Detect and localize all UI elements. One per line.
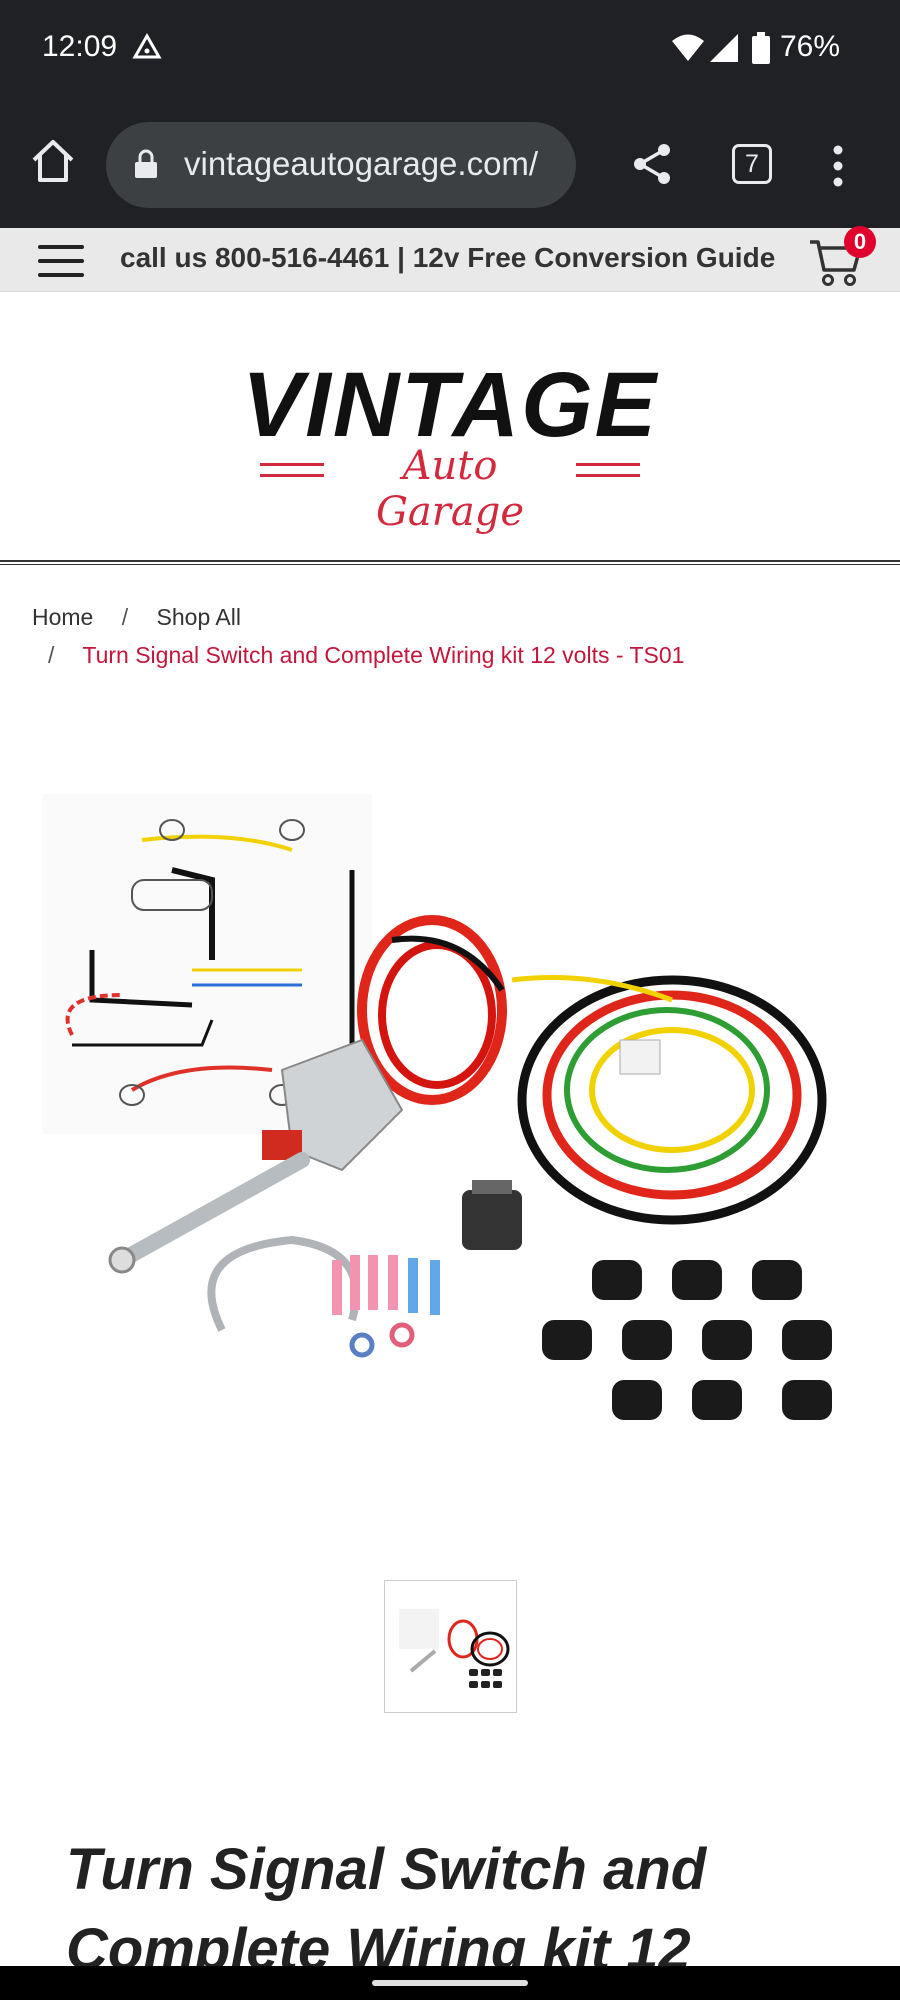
crimp-connectors [332,1255,440,1358]
tab-switcher-button[interactable]: 7 [732,144,772,184]
hamburger-menu-icon[interactable] [38,240,84,280]
product-main-image[interactable] [32,790,860,1470]
signal-icon [710,34,738,62]
home-gesture-handle[interactable] [372,1980,528,1986]
cart-count-badge: 0 [844,226,876,258]
thumbnail-image [385,1581,516,1712]
wifi-icon [672,34,704,61]
url-text[interactable]: vintageautogarage.com/ [184,145,539,182]
breadcrumb: Home / Shop All / Turn Signal Switch and… [32,598,872,674]
site-topbar: call us 800-516-4461 | 12v Free Conversi… [0,228,900,292]
breadcrumb-home-link[interactable]: Home [32,604,94,630]
breadcrumb-shop-link[interactable]: Shop All [156,604,241,630]
lock-icon [135,149,157,178]
battery-icon [752,32,770,64]
breadcrumb-separator: / [121,604,129,630]
logo-wordmark: VINTAGE [241,354,659,456]
wire-clips [542,1260,832,1420]
address-bar[interactable]: vintageautogarage.com/ [106,122,576,208]
more-menu-icon[interactable] [826,144,850,188]
status-bar: 12:09 76% [0,0,900,100]
battery-percent: 76% [780,30,841,63]
site-logo[interactable]: VINTAGE Auto Garage [0,293,900,561]
browser-toolbar: vintageautogarage.com/ 7 [0,100,900,228]
breadcrumb-separator: / [48,642,55,668]
header-divider [0,560,900,565]
wire-harness-large [511,975,827,1225]
status-time: 12:09 [42,30,118,63]
contact-banner-link[interactable]: call us 800-516-4461 | 12v Free Conversi… [120,242,776,273]
system-navigation-bar [0,1966,900,2000]
product-thumbnail[interactable] [384,1580,517,1713]
logo-subtitle: Auto Garage [375,443,525,535]
turn-signal-switch [108,1038,404,1274]
alert-triangle-icon [132,32,162,59]
electronic-flasher [462,1180,522,1250]
share-icon[interactable] [630,142,674,186]
home-icon[interactable] [28,136,78,186]
wire-harness-small [357,915,507,1105]
logo-divider-lines [260,463,324,477]
breadcrumb-current: Turn Signal Switch and Complete Wiring k… [82,642,685,668]
logo-subtitle-row: Auto Garage [260,443,640,535]
logo-divider-lines [576,463,640,477]
